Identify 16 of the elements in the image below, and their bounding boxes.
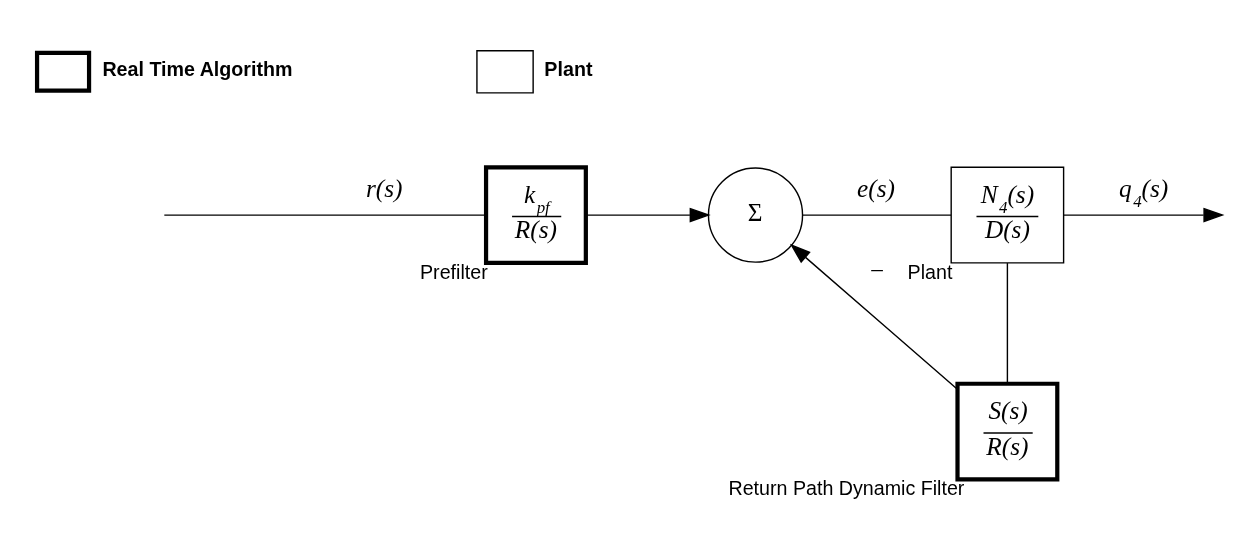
legend-label: Plant xyxy=(544,57,593,80)
legend-label: Real Time Algorithm xyxy=(102,57,293,80)
node-box: S(s) R(s) xyxy=(955,381,1060,481)
edge-label: − xyxy=(868,255,886,284)
edge-label: e(s) xyxy=(857,173,895,202)
edge-label: r(s) xyxy=(365,173,403,202)
connector xyxy=(163,213,487,216)
connector xyxy=(1006,261,1009,384)
arrow xyxy=(1063,207,1225,222)
node-circle: Σ xyxy=(707,166,804,263)
connector xyxy=(801,213,952,216)
node-box: N$_{4}$(s) D(s) xyxy=(950,166,1065,264)
arrow xyxy=(585,207,711,222)
edge-label: q$_{4}$(s) xyxy=(1119,173,1169,211)
node-label: Plant xyxy=(907,260,953,283)
arrow xyxy=(789,243,958,390)
